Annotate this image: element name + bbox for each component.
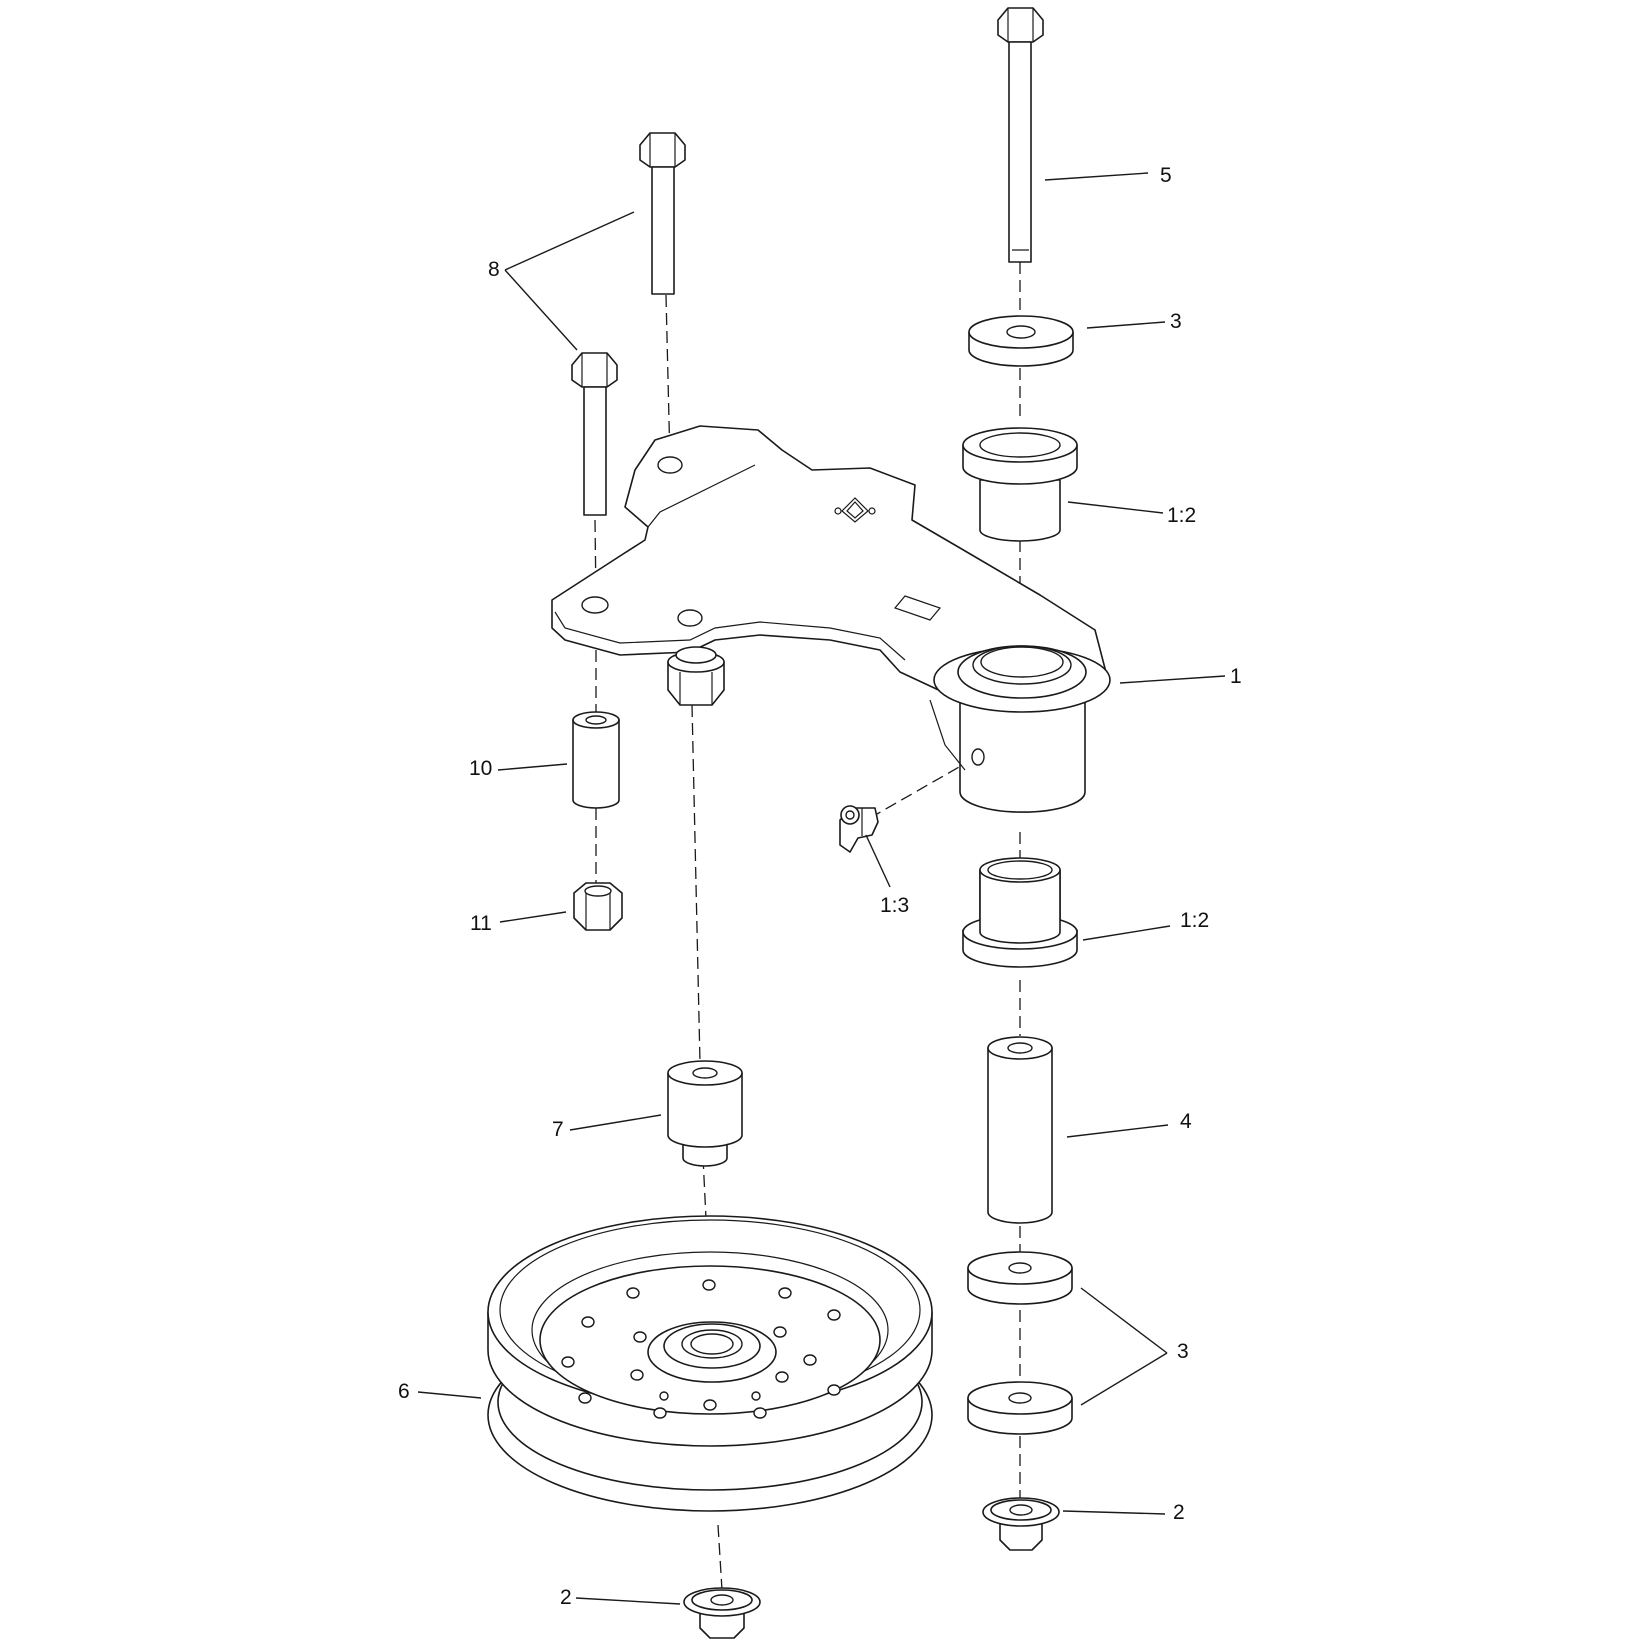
- washer-part-3-lower-b: [967, 1381, 1073, 1435]
- callout-1: 1: [1230, 665, 1242, 688]
- bolt-part-5: [997, 7, 1044, 263]
- bushing-part-1-2-upper: [962, 427, 1078, 542]
- callout-10: 10: [469, 757, 492, 780]
- callout-1-2-lower: 1:2: [1180, 909, 1209, 932]
- callout-3-bottom: 3: [1177, 1340, 1189, 1363]
- callout-2-right: 2: [1173, 1501, 1185, 1524]
- pivot-nut: [667, 646, 725, 706]
- callout-labels: 5 3 1:2 1 8 10 1:3 1:2 11 4 7 3 6 2 2: [398, 164, 1242, 1609]
- spacer-part-4: [987, 1036, 1053, 1224]
- idler-arm-part-1: [551, 425, 1111, 813]
- callout-11: 11: [470, 912, 492, 935]
- spacer-part-7: [667, 1060, 743, 1167]
- bolt-part-8-front: [571, 352, 618, 516]
- bolt-part-8-rear: [639, 132, 686, 295]
- pulley-part-6: [487, 1215, 933, 1512]
- washer-part-3-lower-a: [967, 1251, 1073, 1305]
- flange-nut-part-2-right: [982, 1497, 1060, 1551]
- grease-fitting-part-1-3: [839, 805, 879, 853]
- callout-3-top: 3: [1170, 310, 1182, 333]
- callout-1-3: 1:3: [880, 894, 909, 917]
- callout-2-bottom: 2: [560, 1586, 572, 1609]
- nut-part-11: [573, 882, 623, 931]
- callout-4: 4: [1180, 1110, 1192, 1133]
- washer-part-3-upper: [968, 315, 1074, 367]
- callout-7: 7: [552, 1118, 564, 1141]
- callout-1-2-upper: 1:2: [1167, 504, 1196, 527]
- spacer-part-10: [572, 711, 620, 809]
- flange-nut-part-2-bottom: [683, 1587, 761, 1639]
- leader-lines: [417, 172, 1226, 1605]
- callout-6: 6: [398, 1380, 410, 1403]
- bushing-part-1-2-lower: [962, 857, 1078, 968]
- callout-8: 8: [488, 258, 500, 281]
- callout-5: 5: [1160, 164, 1172, 187]
